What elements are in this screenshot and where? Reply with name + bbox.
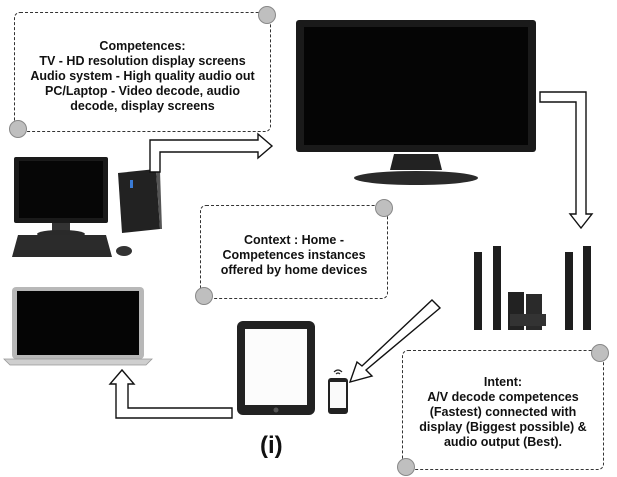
competences-line-4: decode, display screens: [70, 99, 215, 113]
intent-line-4: audio output (Best).: [443, 435, 563, 449]
competences-note: Competences: TV - HD resolution display …: [9, 6, 276, 138]
competences-title: Competences:: [99, 39, 186, 53]
scroll-curl-icon: [397, 458, 415, 476]
scroll-curl-icon: [258, 6, 276, 24]
smartphone-icon: [328, 369, 348, 414]
competences-line-2: Audio system - High quality audio out: [30, 69, 255, 83]
scroll-curl-icon: [195, 287, 213, 305]
arrow-theater-to-phone: [348, 299, 442, 384]
intent-title: Intent:: [483, 375, 523, 389]
arrow-tablet-to-laptop: [108, 368, 233, 419]
competences-line-1: TV - HD resolution display screens: [39, 54, 246, 68]
context-note: Context : Home - Competences instances o…: [195, 199, 393, 305]
context-line-1: Context : Home -: [244, 233, 344, 247]
context-line-2: Competences instances: [222, 248, 366, 262]
scroll-curl-icon: [375, 199, 393, 217]
desktop-pc-icon: [12, 157, 162, 257]
intent-note: Intent: A/V decode competences (Fastest)…: [397, 344, 609, 476]
scroll-curl-icon: [9, 120, 27, 138]
laptop-icon: [3, 287, 153, 366]
arrow-tv-to-theater: [539, 91, 594, 230]
figure-label: (i): [260, 432, 283, 459]
arrow-pc-to-tv: [149, 132, 274, 173]
intent-line-1: A/V decode competences: [427, 390, 579, 404]
tv-icon: [296, 20, 536, 185]
intent-line-3: display (Biggest possible) &: [419, 420, 587, 434]
competences-line-3: PC/Laptop - Video decode, audio: [45, 84, 240, 98]
intent-line-2: (Fastest) connected with: [429, 405, 577, 419]
tablet-icon: [237, 321, 315, 415]
home-theater-icon: [474, 246, 591, 330]
context-line-3: offered by home devices: [220, 263, 368, 277]
scroll-curl-icon: [591, 344, 609, 362]
